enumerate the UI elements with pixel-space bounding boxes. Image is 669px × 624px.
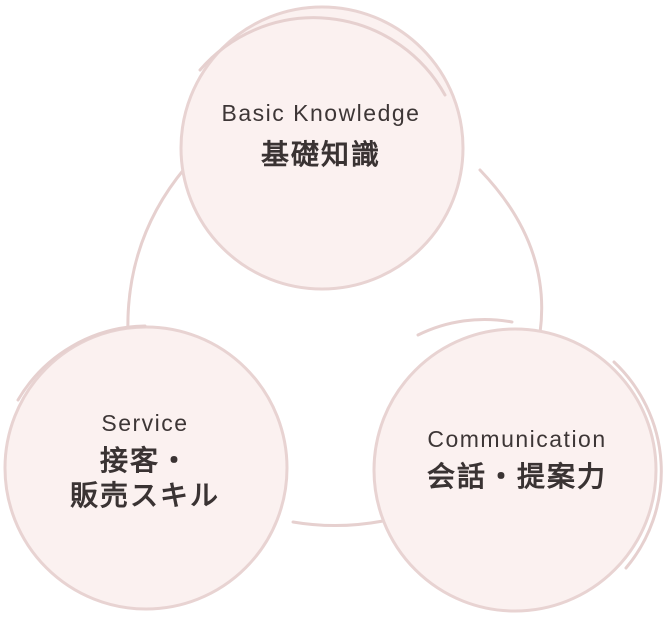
ring-arc-left xyxy=(126,166,187,337)
node-basic-en-title: Basic Knowledge xyxy=(221,100,421,126)
node-service-jp-title-line2: 販売スキル xyxy=(69,479,220,512)
node-communication-jp-title: 会話・提案力 xyxy=(426,460,607,493)
node-communication-label: Communication 会話・提案力 xyxy=(372,426,662,494)
ring-arc-bottom xyxy=(291,518,390,528)
ring-arc-right xyxy=(478,168,544,335)
node-basic-label: Basic Knowledge 基礎知識 xyxy=(178,100,464,172)
node-service-en-title: Service xyxy=(101,410,189,436)
node-basic-knowledge xyxy=(179,5,465,291)
node-communication xyxy=(372,317,663,613)
node-service-accent-arc xyxy=(16,324,147,402)
node-basic-circle xyxy=(179,5,465,291)
node-basic-jp-title: 基礎知識 xyxy=(260,138,381,171)
node-basic-accent-arc xyxy=(198,16,447,97)
node-communication-accent-arc xyxy=(612,360,663,570)
node-service-jp-title-line1: 接客・ xyxy=(99,444,190,477)
connecting-ring xyxy=(126,166,544,528)
node-service-label: Service 接客・ 販売スキル xyxy=(0,410,290,513)
node-communication-en-title: Communication xyxy=(427,426,607,452)
node-service xyxy=(3,324,289,611)
node-communication-circle xyxy=(372,327,658,613)
node-communication-accent-arc-top xyxy=(416,317,514,337)
